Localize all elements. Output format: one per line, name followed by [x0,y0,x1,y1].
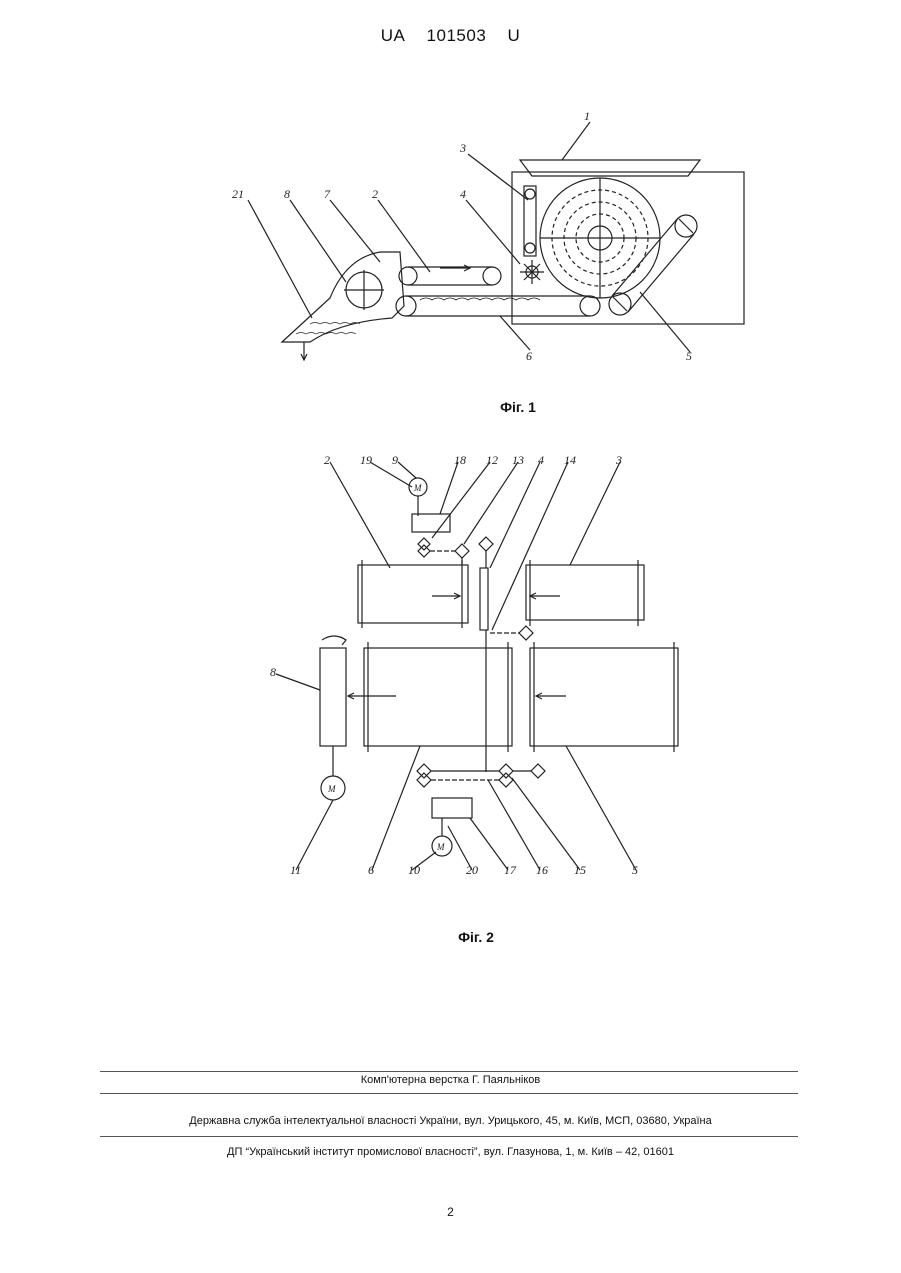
fig2-label-14: 14 [564,453,576,467]
svg-text:M: M [327,784,336,794]
fig2-label-9: 9 [392,453,398,467]
fig2-label-10: 10 [408,863,420,877]
page-number: 2 [0,1205,901,1219]
fig2-label-5: 5 [632,863,638,877]
fig2-label-8: 8 [270,665,276,679]
fig2-label-18: 18 [454,453,466,467]
fig2-roller-8 [320,648,346,746]
footer-layout-credit: Комп'ютерна верстка Г. Паяльніков [0,1074,901,1086]
fig2-conveyor-6 [364,648,512,746]
fig2-label-4: 4 [538,453,544,467]
footer-rule-1 [100,1071,798,1072]
fig2-label-11: 11 [290,863,301,877]
fig2-label-3: 3 [615,453,622,467]
fig2-gearbox-18 [412,514,450,532]
fig2-conveyor-2 [358,565,468,623]
fig2-label-13: 13 [512,453,524,467]
fig2-label-20: 20 [466,863,478,877]
fig2-label-19: 19 [360,453,372,467]
footer-office-address: Державна служба інтелектуальної власност… [0,1115,901,1127]
svg-text:M: M [413,483,422,493]
fig2-label-16: 16 [536,863,548,877]
fig2-label-6: 6 [368,863,374,877]
fig2-conveyor-5 [530,648,678,746]
figure-2-caption: Фіг. 2 [416,929,536,945]
fig2-rotor-4 [480,568,488,630]
footer-rule-3 [100,1136,798,1137]
fig2-conveyor-3 [526,565,644,620]
fig2-motor-symbols: M M M [327,483,445,852]
fig2-label-2: 2 [324,453,330,467]
fig2-labels: 2 19 9 18 12 13 4 14 3 8 11 6 10 20 17 1… [270,453,638,877]
footer-rule-2 [100,1093,798,1094]
fig2-label-12: 12 [486,453,498,467]
figure-2-drawing: M M M 2 19 9 18 12 13 4 14 3 8 11 6 10 2… [0,0,901,960]
svg-text:M: M [436,842,445,852]
fig2-label-17: 17 [504,863,517,877]
fig2-label-15: 15 [574,863,586,877]
fig2-gearbox-17 [432,798,472,818]
footer-institute-address: ДП “Український інститут промислової вла… [0,1146,901,1158]
